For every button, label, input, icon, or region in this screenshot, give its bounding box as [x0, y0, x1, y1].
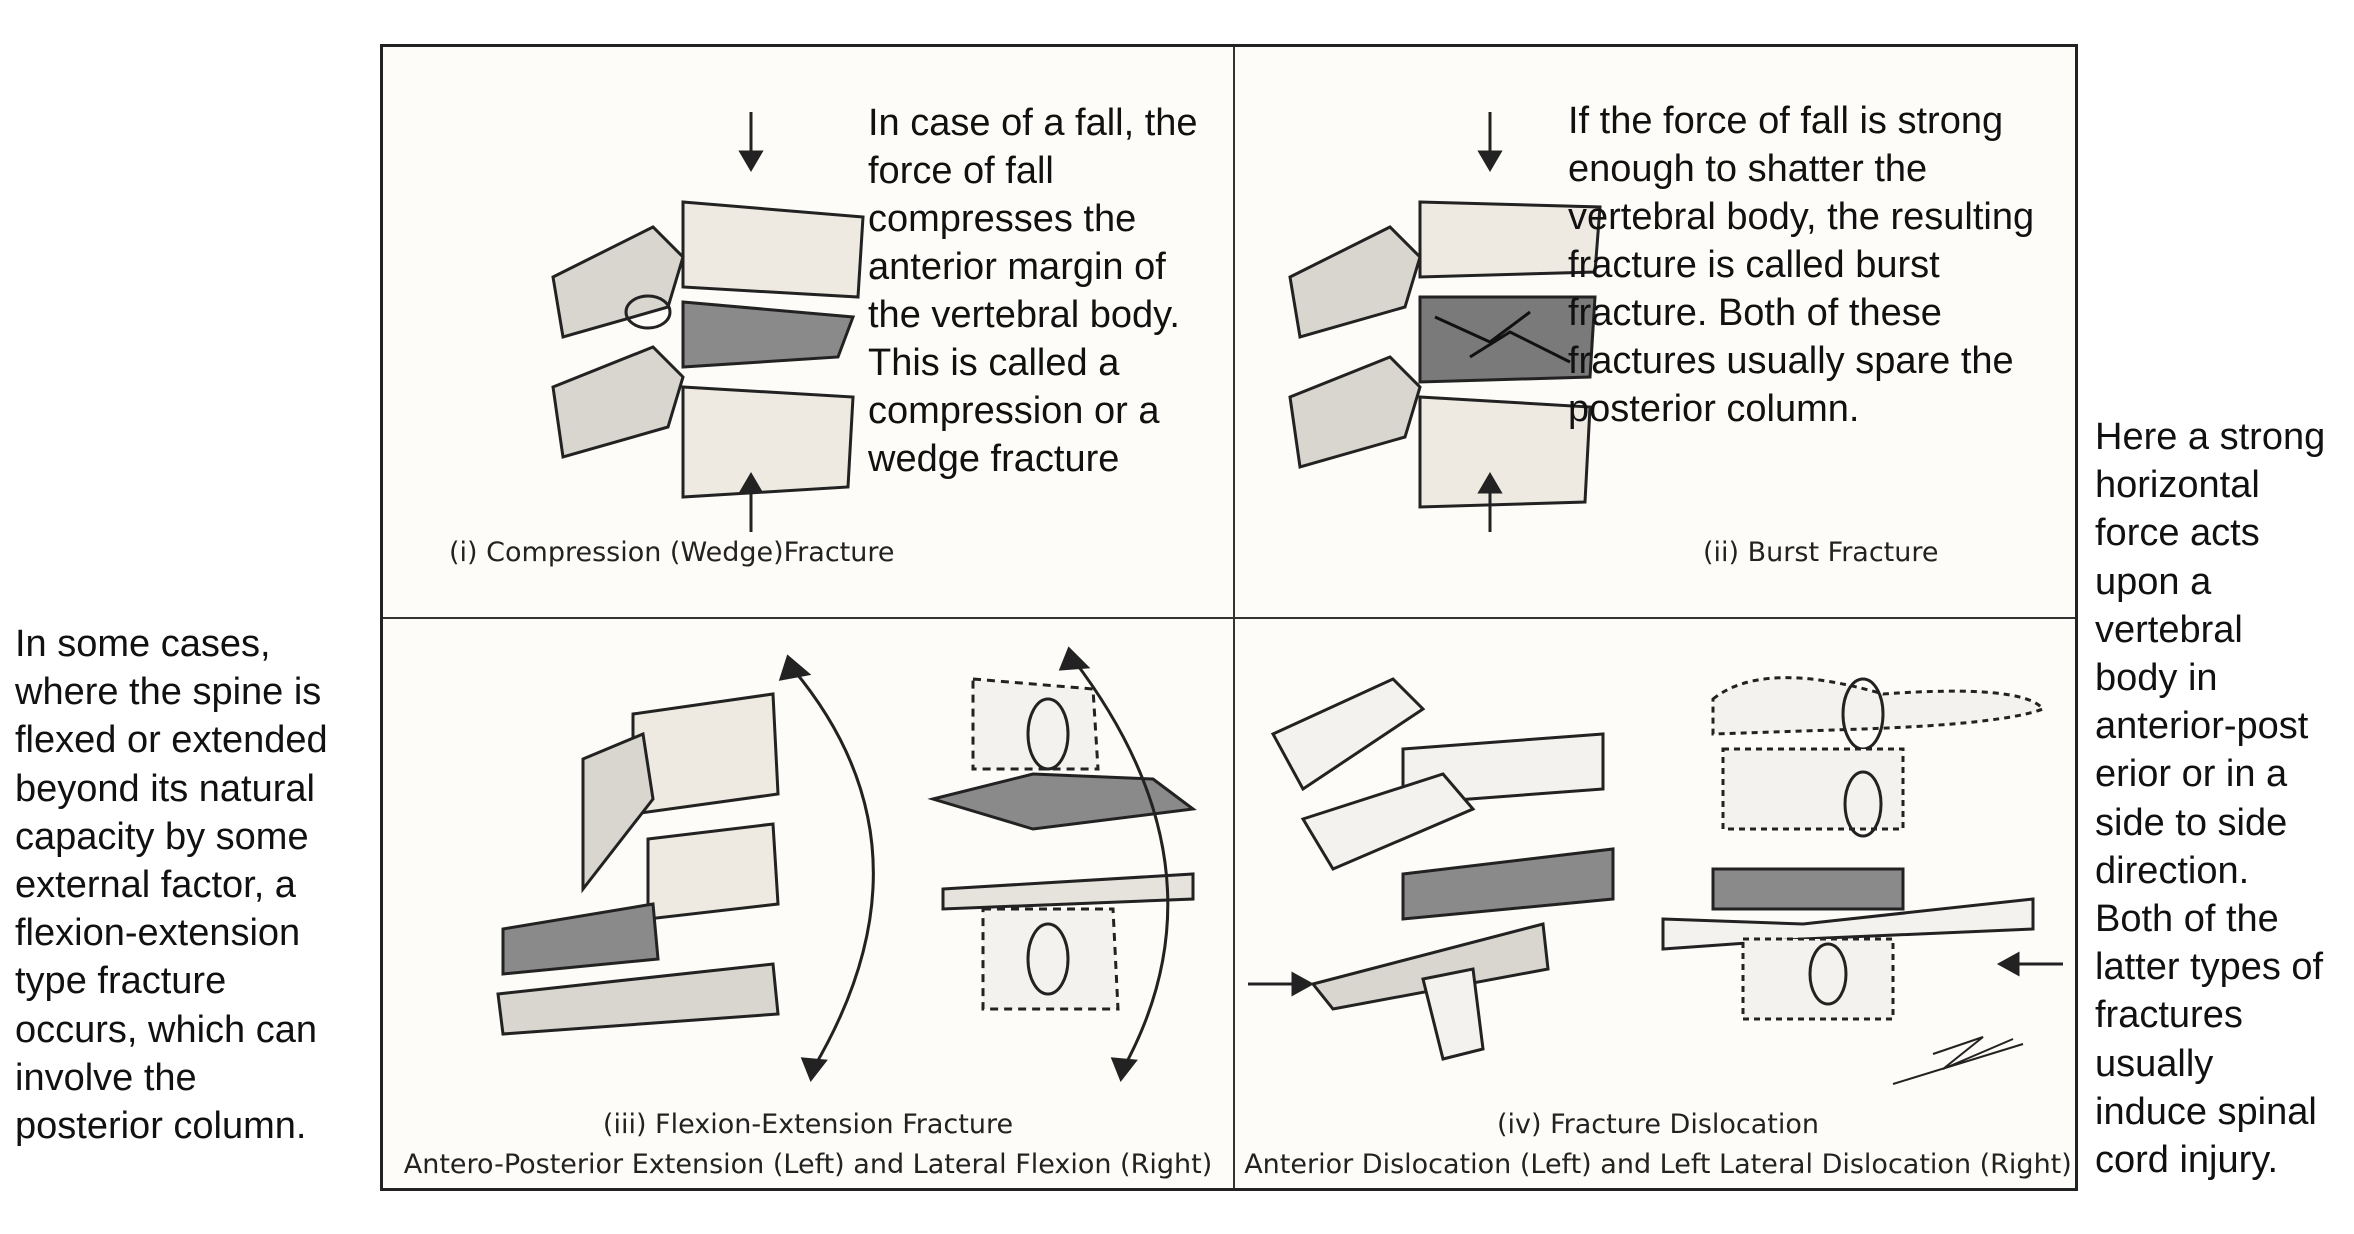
compression-fracture-sketch	[533, 107, 863, 537]
dislocation-caption: (iv) Fracture Dislocation Anterior Dislo…	[1235, 1105, 2081, 1185]
posterior-element-upper	[1290, 227, 1420, 337]
lateral-dislocation-fracture-zone	[1713, 869, 1903, 909]
flexion-extension-caption-subtitle: Antero-Posterior Extension (Left) and La…	[383, 1145, 1233, 1185]
right-side-note: Here a strong horizontal force acts upon…	[2095, 413, 2354, 1184]
lateral-fractured-vertebra	[933, 774, 1193, 829]
dislocation-upper-posterior	[1273, 679, 1423, 789]
extension-lower-vertebra	[498, 964, 778, 1034]
compression-description: In case of a fall, the force of fall com…	[868, 99, 1228, 483]
lower-vertebra	[683, 387, 853, 497]
flexion-extension-caption-title: (iii) Flexion-Extension Fracture	[383, 1105, 1233, 1145]
lateral-arrow-head-top-icon	[1061, 649, 1087, 669]
burst-fracture-sketch	[1270, 107, 1600, 537]
lower-vertebra	[1420, 397, 1590, 507]
down-arrow-head-icon	[1480, 152, 1500, 169]
posterior-element-lower	[1290, 357, 1420, 467]
lateral-transverse-process	[943, 874, 1193, 909]
burst-description: If the force of fall is strong enough to…	[1568, 97, 2068, 433]
lateral-upper-vertebra	[973, 679, 1098, 769]
down-arrow-head-icon	[741, 152, 761, 169]
left-arrow-head-icon	[2000, 954, 2018, 974]
right-arrow-head-icon	[1293, 974, 1311, 994]
dislocation-caption-subtitle: Anterior Dislocation (Left) and Left Lat…	[1235, 1145, 2081, 1185]
dislocation-middle-posterior	[1303, 774, 1473, 869]
extension-middle-vertebra	[648, 824, 778, 919]
fracture-dislocation-sketch	[1243, 639, 2073, 1089]
burst-caption: (ii) Burst Fracture	[1703, 537, 1939, 568]
panel-compression-fracture: In case of a fall, the force of fall com…	[383, 47, 1233, 617]
posterior-element-upper	[553, 227, 683, 337]
panel-flexion-extension-fracture: (iii) Flexion-Extension Fracture Antero-…	[383, 619, 1233, 1194]
dislocation-lower-posterior	[1423, 969, 1483, 1059]
flexion-extension-caption: (iii) Flexion-Extension Fracture Antero-…	[383, 1105, 1233, 1185]
posterior-element-lower	[553, 347, 683, 457]
wedge-fractured-vertebra	[683, 302, 853, 367]
extension-arrow-head-top-icon	[781, 657, 808, 679]
extension-curved-arrow-icon	[793, 669, 873, 1069]
artist-signature	[1893, 1037, 2023, 1084]
lateral-dislocation-upper-vertebra	[1713, 678, 2043, 734]
extension-upper-vertebra	[633, 694, 778, 814]
extension-posterior-element	[583, 734, 653, 889]
dislocation-caption-title: (iv) Fracture Dislocation	[1235, 1105, 2081, 1145]
flexion-extension-sketch	[473, 639, 1203, 1089]
fracture-diagram-grid: In case of a fall, the force of fall com…	[380, 44, 2078, 1191]
dislocation-fracture-zone	[1403, 849, 1613, 919]
extension-fracture-zone	[503, 904, 658, 974]
left-side-note: In some cases, where the spine is flexed…	[15, 620, 375, 1150]
panel-fracture-dislocation: (iv) Fracture Dislocation Anterior Dislo…	[1235, 619, 2081, 1194]
compression-caption: (i) Compression (Wedge)Fracture	[449, 537, 895, 568]
extension-arrow-head-bottom-icon	[803, 1059, 825, 1079]
upper-vertebra	[683, 202, 863, 297]
lateral-dislocation-middle-vertebra	[1723, 749, 1903, 829]
lateral-arrow-head-bottom-icon	[1113, 1059, 1135, 1079]
